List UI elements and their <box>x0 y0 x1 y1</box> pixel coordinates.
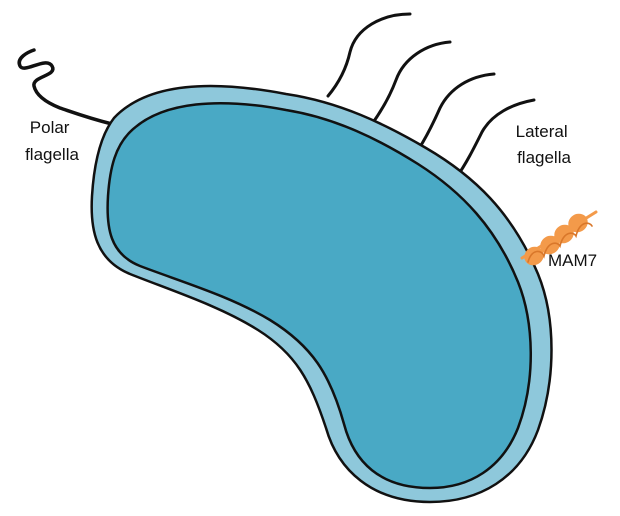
polar-flagella-label-line1: Polar <box>30 118 70 137</box>
lateral-flagella-label-line2: flagella <box>517 148 571 167</box>
mam7-label: MAM7 <box>548 251 597 270</box>
polar-flagella-label-line2: flagella <box>25 145 79 164</box>
lateral-flagellum-3 <box>414 74 494 156</box>
lateral-flagella-label: Lateral flagella <box>516 122 573 167</box>
lateral-flagellum-1 <box>328 14 410 96</box>
polar-flagella-label: Polar flagella <box>25 118 79 164</box>
lateral-flagella-label-line1: Lateral <box>516 122 568 141</box>
polar-flagellum <box>19 50 112 124</box>
